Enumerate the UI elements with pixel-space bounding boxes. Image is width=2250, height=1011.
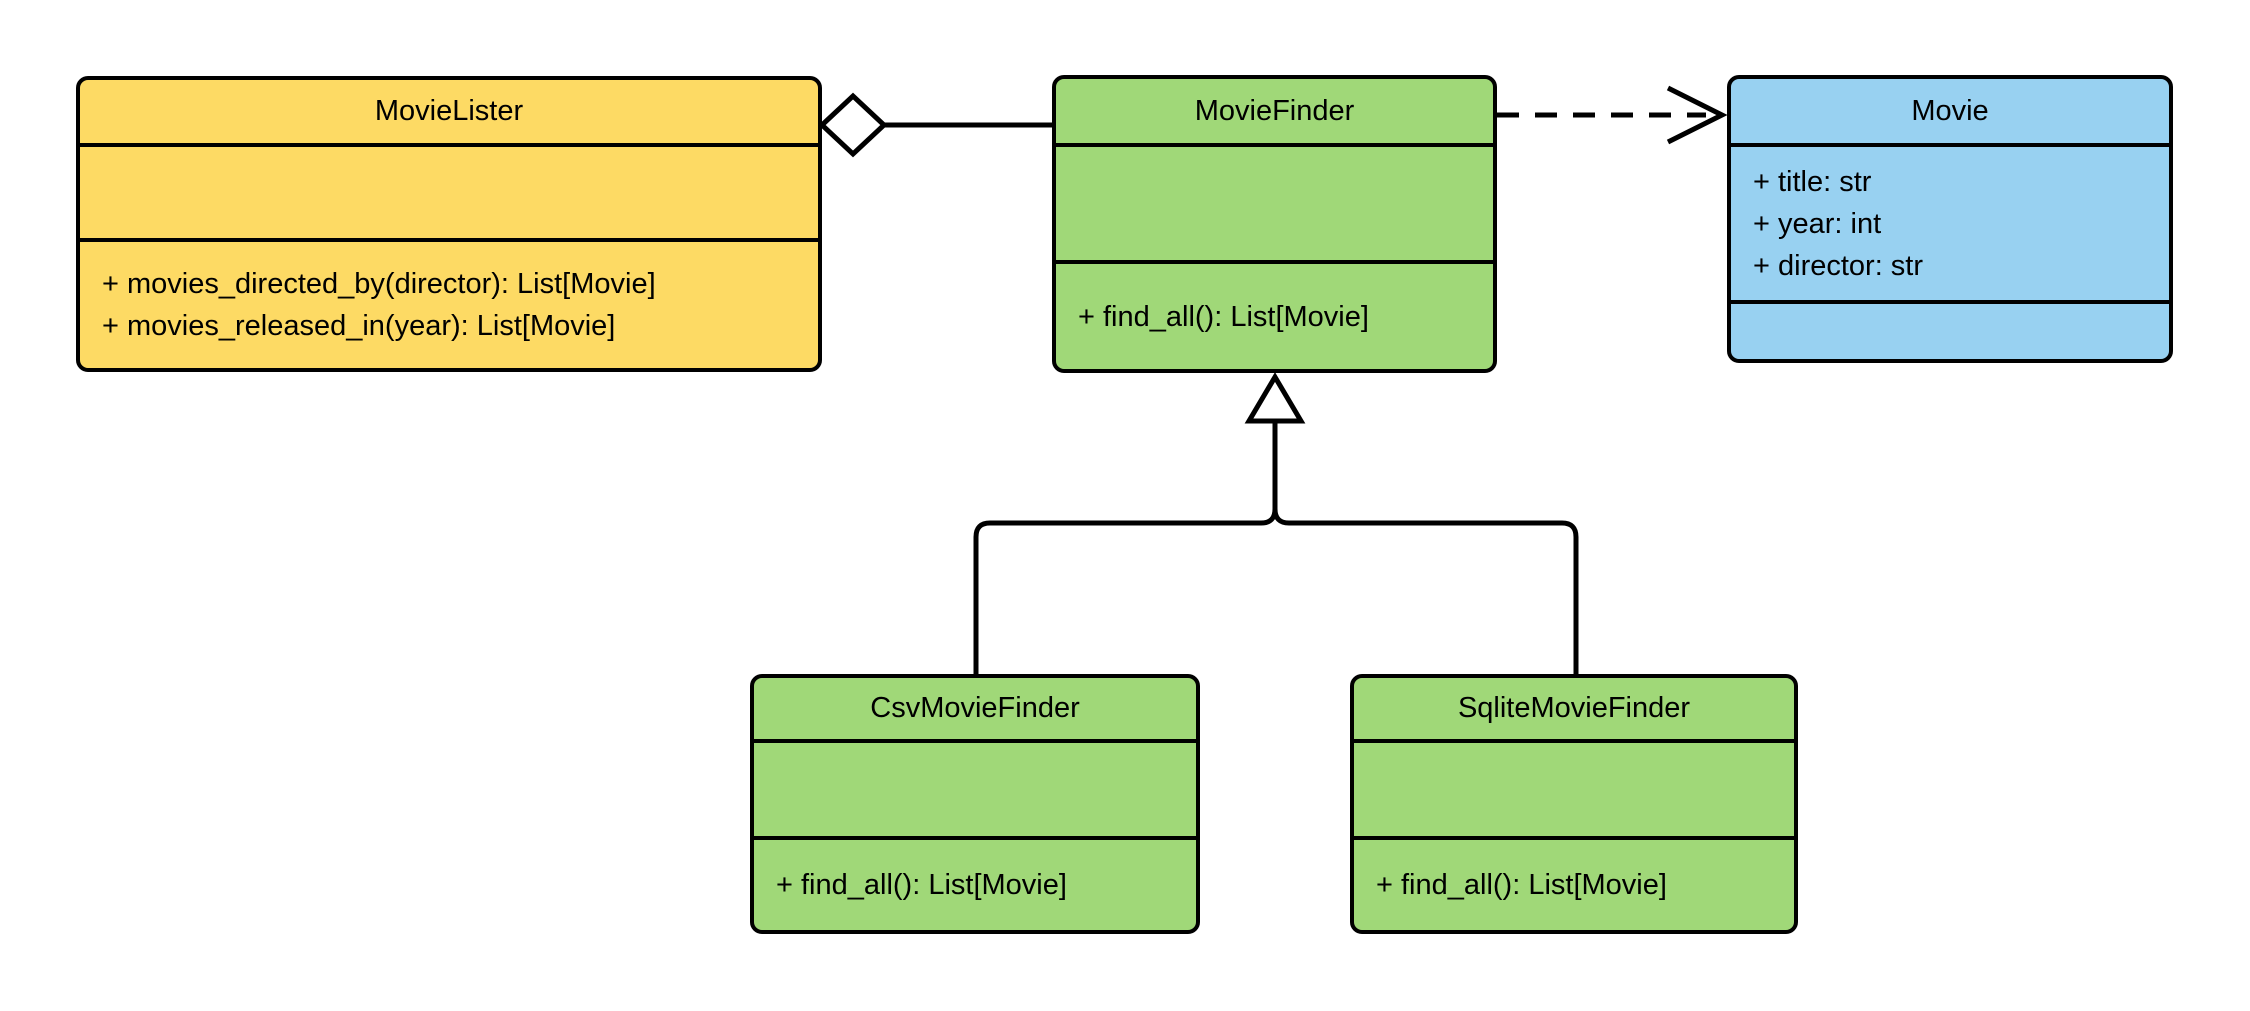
generalization-triangle-icon: [1244, 372, 1306, 424]
class-name-movielister: MovieLister: [374, 95, 524, 127]
method-line: + movies_directed_by(director): List[Mov…: [102, 268, 656, 300]
attribute-line: + year: int: [1753, 207, 1882, 240]
attributes-section-sqlitemoviefinder: [1354, 739, 1794, 836]
dependency-open-arrowhead-icon: [1666, 85, 1728, 145]
attributes-section-movie: + title: str + year: int + director: str: [1731, 143, 2169, 300]
method-line: + find_all(): List[Movie]: [1078, 300, 1369, 333]
class-name-movie: Movie: [1911, 94, 1989, 127]
methods-section-csvmoviefinder: + find_all(): List[Movie]: [754, 836, 1196, 930]
class-name-moviefinder: MovieFinder: [1194, 94, 1355, 127]
generalization-branch-left: [973, 421, 1278, 674]
class-name-sqlitemoviefinder: SqliteMovieFinder: [1457, 692, 1691, 724]
generalization-connector: [973, 372, 1579, 674]
methods-section-moviefinder: + find_all(): List[Movie]: [1056, 260, 1493, 369]
method-line: + movies_released_in(year): List[Movie]: [102, 310, 616, 342]
methods-section-movielister: + movies_directed_by(director): List[Mov…: [80, 238, 818, 368]
class-name-csvmoviefinder: CsvMovieFinder: [870, 692, 1080, 724]
attributes-section-moviefinder: [1056, 143, 1493, 260]
methods-section-movie: [1731, 300, 2169, 359]
attributes-section-movielister: [80, 143, 818, 238]
attribute-line: + director: str: [1753, 249, 1924, 282]
attributes-section-csvmoviefinder: [754, 739, 1196, 836]
class-box-moviefinder: MovieFinder + find_all(): List[Movie]: [1052, 75, 1497, 373]
class-box-movie: Movie + title: str + year: int + directo…: [1727, 75, 2173, 363]
class-box-movielister: MovieLister + movies_directed_by(directo…: [76, 76, 822, 372]
aggregation-diamond-icon: [818, 92, 888, 158]
methods-section-sqlitemoviefinder: + find_all(): List[Movie]: [1354, 836, 1794, 930]
method-line: + find_all(): List[Movie]: [1376, 869, 1667, 901]
attribute-line: + title: str: [1753, 165, 1872, 198]
class-box-csvmoviefinder: CsvMovieFinder + find_all(): List[Movie]: [750, 674, 1200, 934]
method-line: + find_all(): List[Movie]: [776, 869, 1067, 901]
dependency-connector: [1497, 85, 1728, 145]
aggregation-connector: [818, 92, 1052, 158]
class-box-sqlitemoviefinder: SqliteMovieFinder + find_all(): List[Mov…: [1350, 674, 1798, 934]
generalization-branch-right: [1272, 421, 1579, 674]
